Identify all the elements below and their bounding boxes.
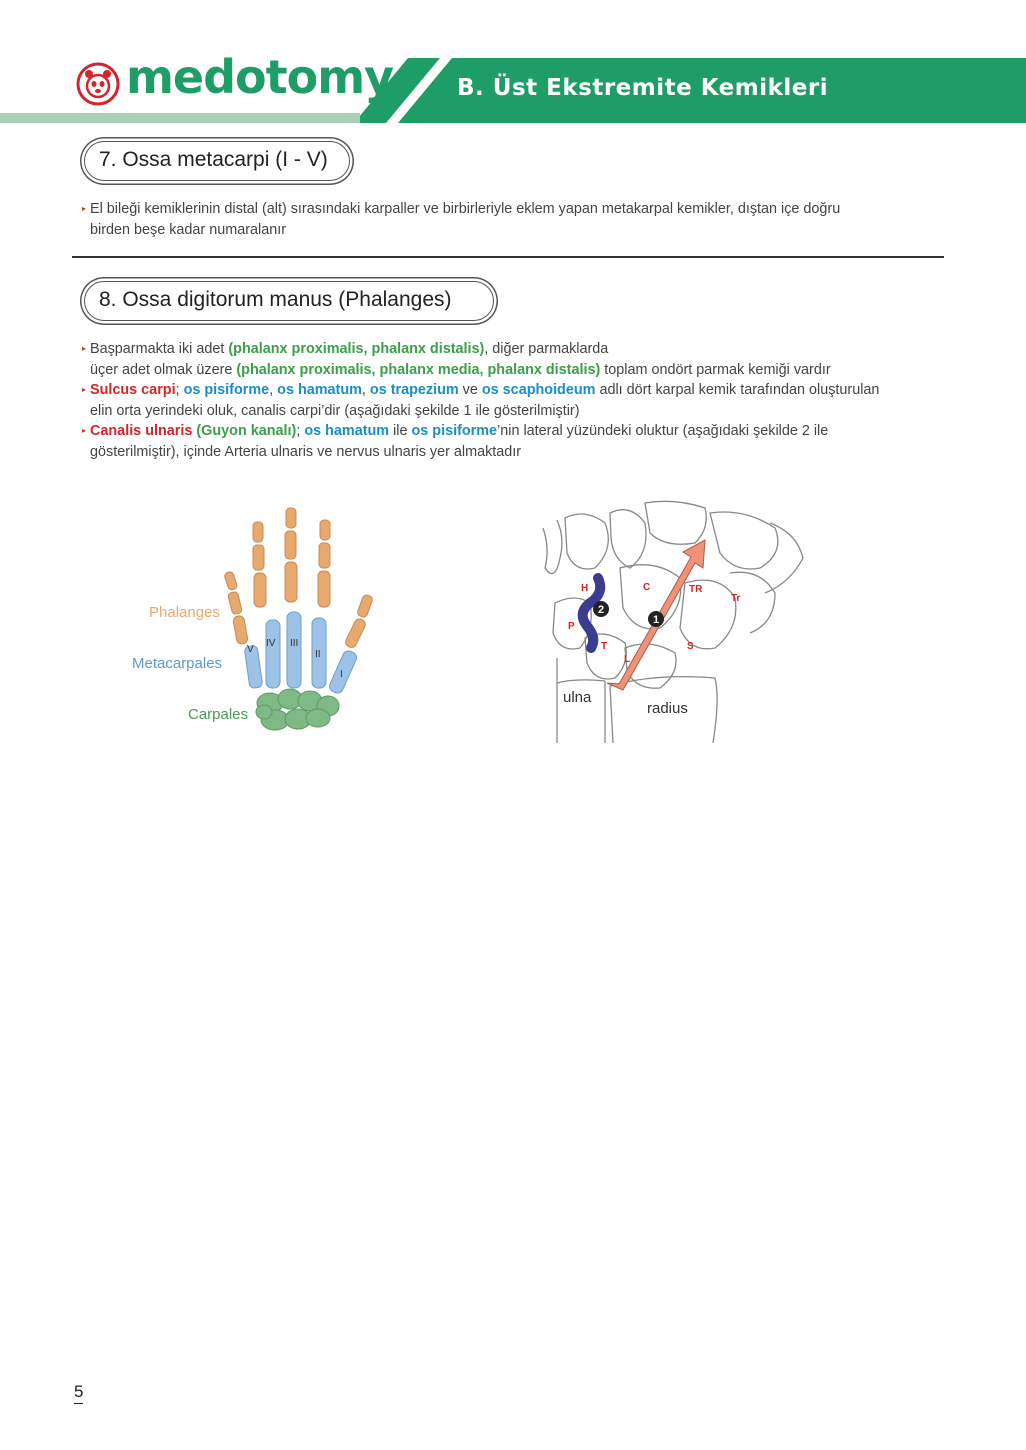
marker-2: 2 — [593, 601, 609, 617]
canalis-carpi-arrow — [606, 539, 706, 691]
text-segment: , — [361, 382, 370, 398]
text-segment: elin orta yerindeki oluk, canalis carpi’… — [90, 402, 580, 419]
highlight-term: (Guyon kanalı) — [196, 423, 297, 439]
text-line: elin orta yerindeki oluk, canalis carpi’… — [82, 401, 879, 422]
highlight-term: os hamatum — [304, 423, 390, 439]
highlight-term: Sulcus carpi — [90, 382, 176, 398]
bone-label-l: L — [624, 654, 630, 665]
text-line: ▸Başparmakta iki adet (phalanx proximali… — [82, 339, 879, 360]
bone-label-tr-upper: TR — [689, 584, 703, 595]
marker-1: 1 — [648, 611, 664, 627]
carpales-label: Carpales — [188, 706, 249, 723]
numeral-label: I — [340, 669, 343, 680]
radius-label: radius — [647, 700, 688, 717]
highlight-term: os scaphoideum — [481, 382, 596, 398]
marker-2-label: 2 — [598, 604, 604, 616]
numeral-label: V — [247, 644, 254, 655]
section-8-text: ▸Başparmakta iki adet (phalanx proximali… — [82, 339, 879, 462]
metacarpals-group — [244, 611, 357, 694]
chapter-title: B. Üst Ekstremite Kemikleri — [457, 75, 829, 101]
numeral-label: IV — [266, 638, 276, 649]
text-line: üçer adet olmak üzere (phalanx proximali… — [82, 360, 879, 381]
text-segment: ve — [458, 382, 482, 398]
text-line: ▸El bileği kemiklerinin distal (alt) sır… — [82, 199, 840, 220]
text-segment: ; — [296, 423, 305, 439]
wrist-bone-outlines — [542, 500, 804, 744]
brand-logo-text: medotomy — [126, 50, 394, 104]
highlight-term: (phalanx proximalis, phalanx media, phal… — [236, 361, 601, 378]
text-line: birden beşe kadar numaralanır — [82, 220, 840, 241]
bone-label-c: C — [643, 582, 650, 593]
bone-label-h: H — [581, 583, 588, 594]
section-8-heading-box: 8. Ossa digitorum manus (Phalanges) — [84, 281, 494, 321]
highlight-term: (phalanx proximalis, phalanx distalis) — [228, 341, 485, 357]
highlight-term: os trapezium — [369, 382, 459, 398]
carpals-group — [255, 688, 340, 731]
section-7-text: ▸El bileği kemiklerinin distal (alt) sır… — [82, 199, 840, 240]
highlight-term: Canalis ulnaris — [90, 423, 193, 439]
phalanges-group — [224, 507, 373, 648]
numeral-label: II — [315, 649, 321, 660]
page-number: 5 — [74, 1382, 84, 1404]
bullet-icon: ▸ — [82, 344, 87, 353]
wrist-cross-section-figure: 1 2 H C TR Tr P T L S — [542, 500, 804, 744]
bullet-icon: ▸ — [82, 426, 87, 435]
text-segment: ’nin lateral yüzündeki oluktur (aşağıdak… — [497, 423, 829, 439]
canalis-ulnaris-path — [577, 573, 606, 653]
metacarpal-numerals: V IV III II I — [247, 638, 343, 680]
highlight-term: os hamatum — [277, 382, 362, 398]
bone-label-t: T — [601, 641, 607, 652]
bullet-icon: ▸ — [82, 204, 87, 213]
panda-logo-icon — [76, 62, 120, 106]
marker-1-label: 1 — [653, 614, 659, 626]
metacarpales-label: Metacarpales — [132, 655, 223, 672]
bone-label-p: P — [568, 621, 575, 632]
section-divider — [72, 256, 944, 258]
bone-letter-labels: H C TR Tr P T L S — [568, 582, 741, 665]
text-segment: , — [269, 382, 278, 398]
header-accent-bar — [0, 113, 360, 123]
highlight-term: os pisiforme — [411, 423, 498, 439]
phalanges-label: Phalanges — [149, 604, 220, 621]
numeral-label: III — [290, 638, 298, 649]
text-segment: toplam ondört parmak kemiği vardır — [600, 361, 831, 378]
text-segment: gösterilmiştir), içinde Arteria ulnaris … — [90, 443, 522, 460]
section-7-heading-box: 7. Ossa metacarpi (I - V) — [84, 141, 350, 181]
text-segment: El bileği kemiklerinin distal (alt) sıra… — [90, 201, 841, 217]
page-header: B. Üst Ekstremite Kemikleri medotomy — [0, 0, 1026, 130]
highlight-term: os pisiforme — [183, 382, 270, 398]
text-segment: adlı dört karpal kemik tarafından oluştu… — [595, 382, 880, 398]
text-segment: birden beşe kadar numaralanır — [90, 221, 286, 238]
text-line: gösterilmiştir), içinde Arteria ulnaris … — [82, 442, 879, 463]
section-8-heading: 8. Ossa digitorum manus (Phalanges) — [99, 288, 452, 311]
bone-label-tr-lower: Tr — [731, 593, 741, 604]
bullet-icon: ▸ — [82, 385, 87, 394]
header-band — [360, 58, 1026, 123]
bone-label-s: S — [687, 641, 694, 652]
text-segment: üçer adet olmak üzere — [90, 361, 237, 378]
text-segment: ile — [389, 423, 412, 439]
text-segment: , diğer parmaklarda — [484, 341, 609, 357]
text-segment: ; — [175, 382, 184, 398]
text-segment: Başparmakta iki adet — [90, 341, 229, 357]
text-line: ▸Canalis ulnaris (Guyon kanalı); os hama… — [82, 421, 879, 442]
ulna-label: ulna — [563, 689, 592, 706]
text-line: ▸Sulcus carpi; os pisiforme, os hamatum,… — [82, 380, 879, 401]
section-7-heading: 7. Ossa metacarpi (I - V) — [99, 148, 328, 171]
hand-bones-figure: V IV III II I — [224, 507, 373, 731]
